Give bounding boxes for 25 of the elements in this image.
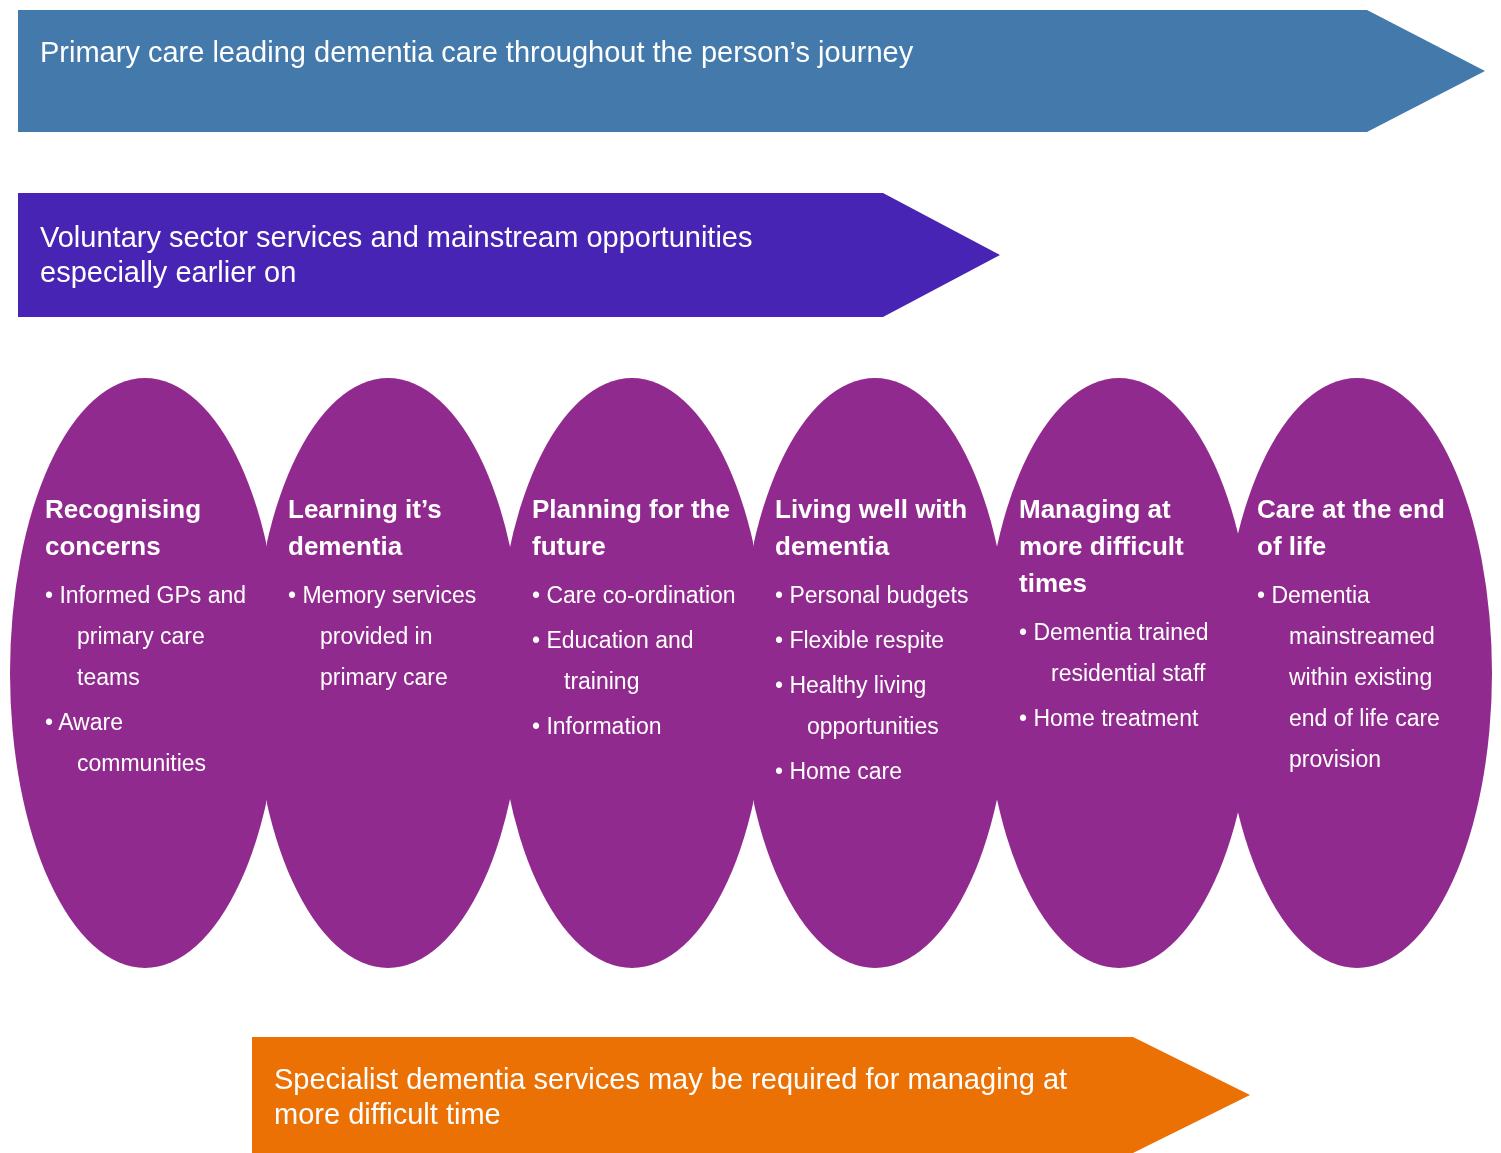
bullet-item: • Informed GPs and primary care teams: [45, 581, 248, 692]
stage-heading: Managing at more difficult times: [1019, 493, 1185, 600]
stage-heading: Care at the end of life: [1257, 493, 1446, 563]
stage-heading: Living well with dementia: [775, 493, 969, 563]
banner-text: Primary care leading dementia care throughout the person’s journey: [40, 35, 915, 70]
bullet-item: • Flexible respite: [775, 626, 946, 655]
bullet-item: • Memory services provided in primary care: [288, 581, 478, 692]
arrow-banner: [18, 10, 1485, 132]
arrow-banner: [252, 1037, 1250, 1153]
banner-text: Voluntary sector services and mainstream opportunities especially earlier on: [40, 220, 754, 290]
bullet-item: • Aware communities: [45, 708, 208, 778]
stage-heading: Learning it’s dementia: [288, 493, 443, 563]
bullet-item: • Home care: [775, 757, 903, 786]
arrow-banner: [18, 193, 1000, 317]
bullet-item: • Dementia mainstreamed within existing end of life care provision: [1257, 581, 1441, 774]
bullet-item: • Information: [532, 712, 663, 741]
stage-heading: Recognising concerns: [45, 493, 202, 563]
bullet-item: • Healthy living opportunities: [775, 671, 940, 741]
stage-heading: Planning for the future: [532, 493, 731, 563]
bullet-item: • Home treatment: [1019, 704, 1200, 733]
banner-text: Specialist dementia services may be required for managing at more difficult time: [274, 1062, 1069, 1132]
bullet-item: • Care co-ordination: [532, 581, 737, 610]
bullet-item: • Education and training: [532, 626, 695, 696]
bullet-item: • Personal budgets: [775, 581, 970, 610]
bullet-item: • Dementia trained residential staff: [1019, 618, 1210, 688]
